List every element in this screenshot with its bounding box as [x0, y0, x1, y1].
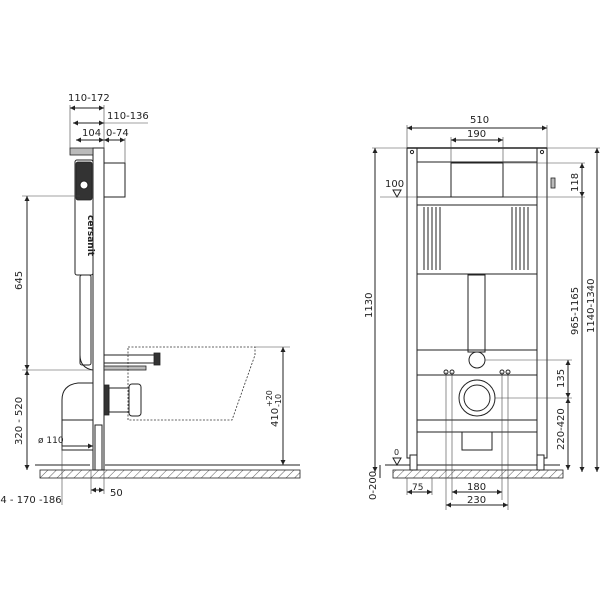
- dim-depth-total: 110-172: [68, 93, 110, 104]
- dim-leg-width: 50: [110, 488, 123, 499]
- side-view: cersanit 110-172 110-136 104 0-74: [0, 93, 301, 506]
- inlet-pipe: [468, 351, 486, 369]
- frame-right-post: [536, 147, 548, 459]
- dim-bowl-tol-plus: +20: [265, 390, 274, 407]
- dim-depth-frame: 110-136: [107, 111, 149, 122]
- dim-frame-width-front: 510: [470, 115, 489, 126]
- dim-frame-width: 104: [82, 128, 101, 139]
- dim-plate-offset: 0-74: [106, 128, 129, 139]
- dim-pipe-spacing: 135: [556, 369, 567, 388]
- dim-frame-height: 1130: [364, 293, 375, 318]
- dim-drain-height: 220-420: [556, 408, 567, 450]
- brand-label: cersanit: [85, 215, 95, 257]
- dim-bolt-spacing: 180: [467, 482, 486, 493]
- dim-range-a: 965-1165: [570, 287, 581, 335]
- flush-plate-box: [103, 162, 126, 198]
- dim-drain-diameter: ø 110: [38, 436, 64, 446]
- front-view: 510 190 100 118 1130 965-1165 1140-1340 …: [364, 115, 600, 510]
- dim-support-height: 320 - 520: [14, 397, 25, 445]
- frame-post: [92, 147, 105, 471]
- dim-drain-offsets: 54 - 170 -186: [0, 495, 62, 506]
- dim-level-top: 100: [385, 179, 404, 190]
- dim-level-zero: 0: [394, 448, 399, 457]
- dim-bolt-spacing-outer: 230: [467, 495, 486, 506]
- dim-range-b: 1140-1340: [586, 278, 597, 333]
- frame-left-post: [406, 147, 418, 459]
- floor-hatch: [39, 469, 301, 479]
- dim-leg-adjust: 0-200: [368, 471, 379, 500]
- dim-foot-width: 75: [412, 483, 423, 493]
- dim-bowl-height: 410: [270, 408, 281, 427]
- floor-hatch-front: [392, 469, 564, 479]
- dim-bowl-tol-minus: -10: [274, 394, 283, 407]
- dim-plate-height: 118: [570, 173, 581, 192]
- bowl-outline: [127, 346, 256, 421]
- dim-plate-width: 190: [467, 129, 486, 140]
- dim-tank-height: 645: [14, 271, 25, 290]
- flush-plate-front: [450, 162, 504, 198]
